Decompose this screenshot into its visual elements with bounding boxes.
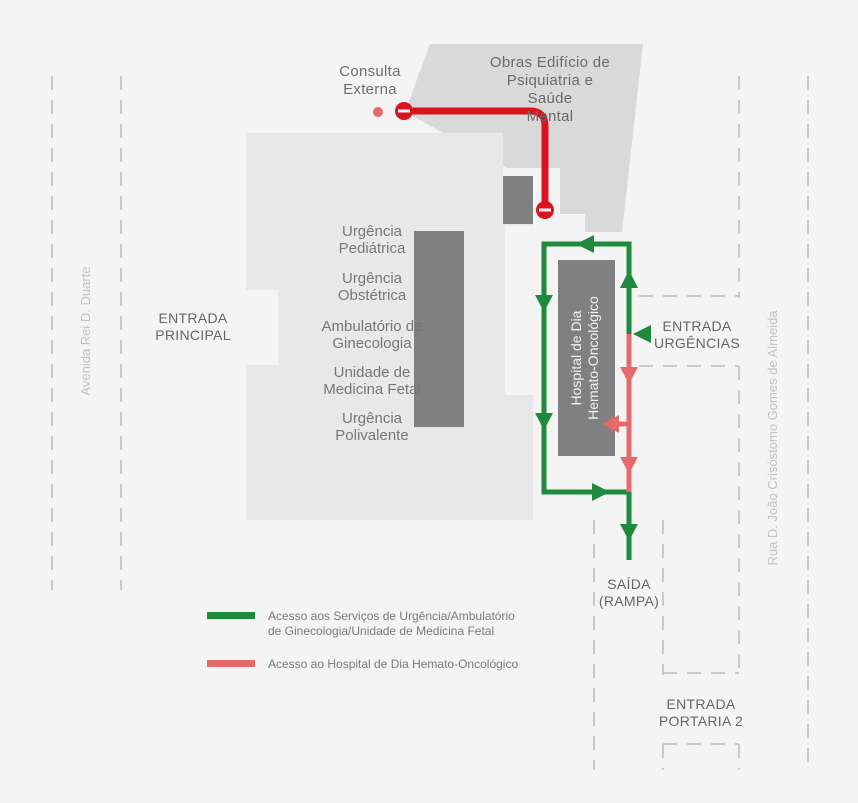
street-left: Avenida Rei D. Duarte bbox=[78, 266, 93, 396]
service-label: Urgência Pediátrica bbox=[338, 223, 406, 257]
label-obras: Obras Edifício de Psiquiatria e Saúde Me… bbox=[489, 54, 611, 125]
legend-text-green: Acesso aos Serviços de Urgência/Ambulató… bbox=[268, 609, 515, 638]
service-label: Urgência Obstétrica bbox=[337, 270, 407, 304]
service-label: Unidade de Medicina Fetal bbox=[323, 364, 421, 398]
label-consulta-externa: Consulta Externa bbox=[339, 63, 401, 98]
legend-swatch-green bbox=[207, 612, 255, 619]
label-hospital-dia: Hospital de Dia Hemato-Oncológico bbox=[568, 296, 601, 420]
services-block bbox=[414, 231, 464, 427]
label-entrada-principal: ENTRADA PRINCIPAL bbox=[155, 310, 231, 343]
green-arrows bbox=[535, 235, 651, 541]
pink-arrows bbox=[602, 367, 638, 474]
label-entrada-portaria: ENTRADA PORTARIA 2 bbox=[658, 696, 744, 729]
legend-text-pink: Acesso ao Hospital de Dia Hemato-Oncológ… bbox=[268, 657, 519, 671]
service-label: Urgência Polivalente bbox=[335, 410, 409, 444]
consulta-dot bbox=[373, 107, 383, 117]
small-dark-block bbox=[503, 176, 533, 224]
red-route bbox=[404, 107, 549, 210]
red-route-start-marker bbox=[395, 102, 413, 120]
service-label: Ambulatório de Ginecologia bbox=[321, 318, 423, 352]
label-saida: SAÍDA (RAMPA) bbox=[598, 576, 660, 609]
obras-building bbox=[405, 44, 643, 232]
red-route-end-marker bbox=[536, 201, 554, 219]
street-lines bbox=[51, 76, 809, 770]
street-right: Rua D. João Crisóstomo Gomes de Almeida bbox=[765, 310, 780, 566]
legend-swatch-pink bbox=[207, 660, 255, 667]
label-entrada-urgencias: ENTRADA URGÊNCIAS bbox=[654, 318, 740, 351]
